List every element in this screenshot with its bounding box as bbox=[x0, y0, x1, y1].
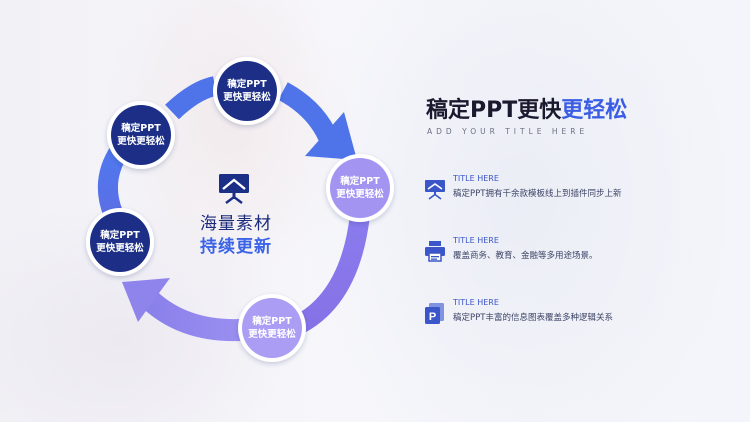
svg-text:稿定PPT: 稿定PPT bbox=[120, 122, 161, 134]
svg-text:更快更轻松: 更快更轻松 bbox=[117, 135, 165, 147]
svg-text:更快更轻松: 更快更轻松 bbox=[248, 328, 296, 340]
cycle-node: 稿定PPT 更快更轻松 bbox=[238, 294, 306, 362]
ring-segment-right bbox=[291, 213, 370, 336]
svg-text:稿定PPT: 稿定PPT bbox=[226, 78, 267, 90]
cycle-node: 稿定PPT 更快更轻松 bbox=[213, 57, 281, 125]
cycle-node: 稿定PPT 更快更轻松 bbox=[107, 101, 175, 169]
page-title: 稿定PPT更快更轻松 bbox=[426, 92, 627, 124]
svg-text:P: P bbox=[429, 311, 436, 323]
svg-text:稿定PPT: 稿定PPT bbox=[99, 229, 140, 241]
cycle-node: 稿定PPT 更快更轻松 bbox=[86, 208, 154, 276]
center-caption-line1: 海量素材 bbox=[200, 214, 272, 234]
ppt-file-icon: P bbox=[425, 303, 444, 324]
feature-description: 稿定PPT拥有千余款模板线上到插件同步上新 bbox=[453, 189, 622, 199]
svg-text:更快更轻松: 更快更轻松 bbox=[96, 242, 144, 254]
feature-title: TITLE HERE bbox=[453, 236, 499, 245]
svg-text:更快更轻松: 更快更轻松 bbox=[223, 91, 271, 103]
svg-text:稿定PPT: 稿定PPT bbox=[251, 315, 292, 327]
feature-title: TITLE HERE bbox=[453, 174, 499, 183]
feature-description: 覆盖商务、教育、金融等多用途场景。 bbox=[453, 251, 598, 261]
ring-arrow-bottom bbox=[122, 278, 170, 322]
title-highlight: 更轻松 bbox=[561, 98, 628, 123]
ring-arrow-top bbox=[305, 112, 357, 160]
cycle-node: 稿定PPT 更快更轻松 bbox=[326, 154, 394, 222]
presentation-board-icon bbox=[219, 174, 249, 204]
ring-segment-upper-left bbox=[165, 76, 218, 120]
title-main: 稿定PPT更快 bbox=[426, 98, 562, 123]
svg-text:稿定PPT: 稿定PPT bbox=[339, 175, 380, 187]
presentation-board-icon bbox=[425, 180, 445, 200]
center-caption-line2: 持续更新 bbox=[200, 237, 272, 257]
svg-text:更快更轻松: 更快更轻松 bbox=[336, 188, 384, 200]
printer-icon bbox=[425, 241, 445, 262]
page-subtitle: ADD YOUR TITLE HERE bbox=[427, 127, 589, 136]
feature-item: P TITLE HERE 稿定PPT丰富的信息图表覆盖多种逻辑关系 bbox=[424, 298, 724, 338]
feature-item: TITLE HERE 覆盖商务、教育、金融等多用途场景。 bbox=[424, 236, 724, 276]
ring-segment-top bbox=[278, 82, 340, 146]
feature-description: 稿定PPT丰富的信息图表覆盖多种逻辑关系 bbox=[453, 313, 613, 323]
ring-segment-bottom bbox=[142, 291, 241, 342]
feature-item: TITLE HERE 稿定PPT拥有千余款模板线上到插件同步上新 bbox=[424, 174, 724, 214]
feature-title: TITLE HERE bbox=[453, 298, 499, 307]
